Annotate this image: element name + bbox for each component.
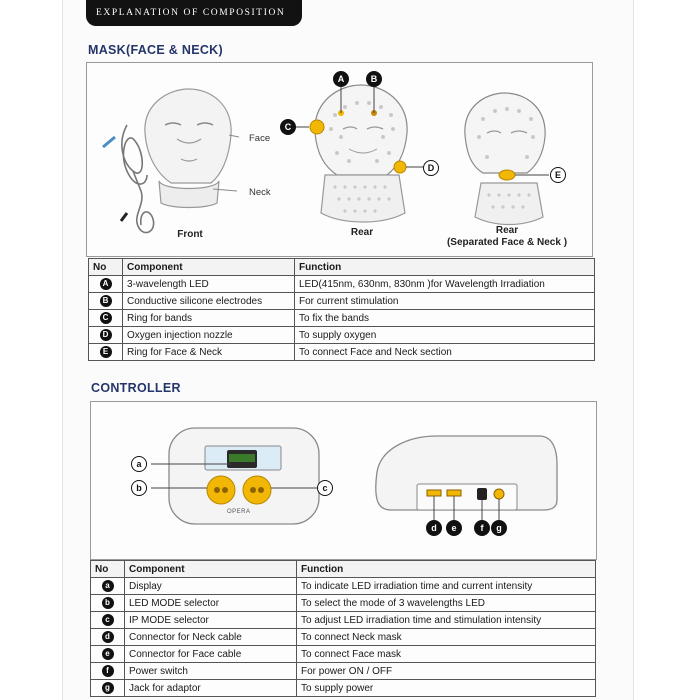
col-header-no: No — [90, 560, 125, 578]
callout-D: D — [423, 160, 439, 176]
front-caption: Front — [177, 229, 203, 240]
controller-rear-icon — [375, 435, 558, 520]
row-marker: g — [101, 681, 114, 694]
function-cell: To connect Face and Neck section — [294, 343, 595, 361]
front-mask-icon — [144, 88, 240, 209]
table-row: C Ring for bands To fix the bands — [88, 309, 595, 327]
row-marker: f — [101, 664, 114, 677]
function-cell: To supply oxygen — [294, 326, 595, 344]
row-marker: A — [99, 277, 112, 290]
component-cell: Ring for Face & Neck — [122, 343, 295, 361]
row-marker: E — [99, 345, 112, 358]
rear-separated-caption: Rear — [495, 225, 519, 236]
row-marker: C — [99, 311, 112, 324]
callout-f: f — [474, 520, 490, 536]
row-marker: c — [101, 613, 114, 626]
row-marker: e — [101, 647, 114, 660]
table-row: c IP MODE selector To adjust LED irradia… — [90, 611, 596, 629]
table-row: B Conductive silicone electrodes For cur… — [88, 292, 595, 310]
row-marker: d — [101, 630, 114, 643]
table-row: b LED MODE selector To select the mode o… — [90, 594, 596, 612]
callout-B: B — [366, 71, 382, 87]
function-cell: To indicate LED irradiation time and cur… — [296, 577, 596, 595]
controller-diagram — [151, 427, 558, 525]
controller-front-icon — [151, 427, 320, 525]
callout-g: g — [491, 520, 507, 536]
row-marker: B — [99, 294, 112, 307]
row-marker: D — [99, 328, 112, 341]
rear-separated-subcaption: (Separated Face & Neck ) — [446, 237, 568, 248]
function-cell: To connect Neck mask — [296, 628, 596, 646]
table-row: g Jack for adaptor To supply power — [90, 679, 596, 697]
callout-d: d — [426, 520, 442, 536]
brand-logo: OPERA — [227, 509, 251, 515]
component-cell: Jack for adaptor — [124, 679, 297, 697]
component-cell: IP MODE selector — [124, 611, 297, 629]
table-row: e Connector for Face cable To connect Fa… — [90, 645, 596, 663]
function-cell: LED(415nm, 630nm, 830nm )for Wavelength … — [294, 275, 595, 293]
function-cell: To adjust LED irradiation time and stimu… — [296, 611, 596, 629]
col-header-function: Function — [296, 560, 596, 578]
rear-mask-icon — [293, 84, 423, 223]
function-cell: For current stimulation — [294, 292, 595, 310]
neck-label: Neck — [249, 187, 271, 198]
callout-c: c — [317, 480, 333, 496]
callout-C: C — [280, 119, 296, 135]
component-cell: Power switch — [124, 662, 297, 680]
controller-diagram-panel: OPERA a b c d e f g — [90, 401, 597, 560]
callout-a: a — [131, 456, 147, 472]
component-cell: Connector for Face cable — [124, 645, 297, 663]
face-label: Face — [249, 133, 271, 144]
function-cell: To fix the bands — [294, 309, 595, 327]
row-marker: a — [101, 579, 114, 592]
function-cell: For power ON / OFF — [296, 662, 596, 680]
col-header-component: Component — [122, 258, 295, 276]
component-cell: Oxygen injection nozzle — [122, 326, 295, 344]
table-row: f Power switch For power ON / OFF — [90, 662, 596, 680]
component-cell: Ring for bands — [122, 309, 295, 327]
table-header-row: No Component Function — [90, 560, 596, 578]
controller-components-table: No Component Function a Display To indic… — [90, 560, 596, 697]
rear-separated-mask-icon — [464, 92, 549, 226]
component-cell: Connector for Neck cable — [124, 628, 297, 646]
component-cell: Display — [124, 577, 297, 595]
component-cell: Conductive silicone electrodes — [122, 292, 295, 310]
col-header-no: No — [88, 258, 123, 276]
callout-e: e — [446, 520, 462, 536]
component-cell: LED MODE selector — [124, 594, 297, 612]
col-header-function: Function — [294, 258, 595, 276]
table-row: E Ring for Face & Neck To connect Face a… — [88, 343, 595, 361]
row-marker: b — [101, 596, 114, 609]
mask-diagram — [102, 84, 549, 234]
table-header-row: No Component Function — [88, 258, 595, 276]
mask-section-title: MASK(FACE & NECK) — [88, 43, 223, 57]
callout-b: b — [131, 480, 147, 496]
table-row: A 3-wavelength LED LED(415nm, 630nm, 830… — [88, 275, 595, 293]
col-header-component: Component — [124, 560, 297, 578]
callout-E: E — [550, 167, 566, 183]
table-row: d Connector for Neck cable To connect Ne… — [90, 628, 596, 646]
mask-components-table: No Component Function A 3-wavelength LED… — [88, 258, 595, 361]
component-cell: 3-wavelength LED — [122, 275, 295, 293]
function-cell: To select the mode of 3 wavelengths LED — [296, 594, 596, 612]
mask-diagram-panel: Face Neck Front Rear Rear (Separated Fac… — [86, 62, 593, 257]
function-cell: To connect Face mask — [296, 645, 596, 663]
header-title: EXPLANATION OF COMPOSITION — [86, 0, 302, 26]
mask-cable-icon — [102, 124, 155, 234]
controller-section-title: CONTROLLER — [91, 381, 181, 395]
rear-caption: Rear — [350, 227, 374, 238]
function-cell: To supply power — [296, 679, 596, 697]
table-row: a Display To indicate LED irradiation ti… — [90, 577, 596, 595]
table-row: D Oxygen injection nozzle To supply oxyg… — [88, 326, 595, 344]
callout-A: A — [333, 71, 349, 87]
